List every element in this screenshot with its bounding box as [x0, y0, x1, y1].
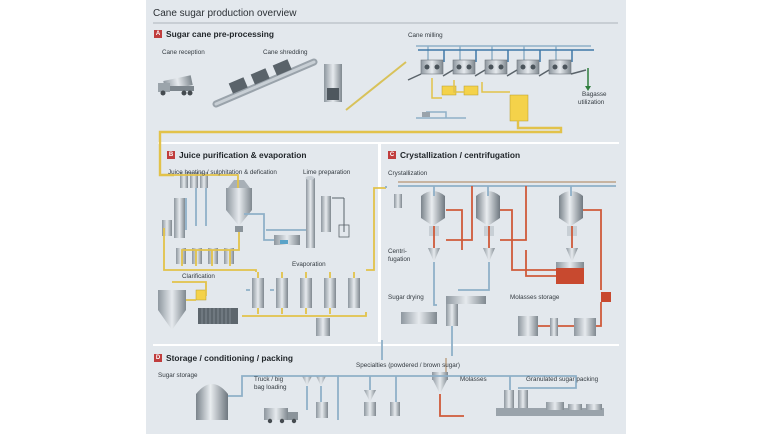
label-bagasse-utilization: utilization — [578, 99, 605, 106]
section-d-header: D Storage / conditioning / packing — [154, 353, 293, 363]
section-a-label: Sugar cane pre-processing — [166, 29, 274, 39]
label-truck-loading-2: bag loading — [254, 384, 287, 391]
molasses-storage-icon — [518, 316, 596, 336]
section-d-label: Storage / conditioning / packing — [166, 353, 294, 363]
vacuum-pan-icon — [394, 191, 583, 226]
sugar-dryer-icon — [401, 296, 486, 326]
label-granulated-packing: Granulated sugar packing — [526, 376, 599, 383]
juice-heaters-icon — [174, 172, 208, 238]
sulphitation-tank-icon — [226, 180, 252, 232]
sugar-silo-icon — [196, 384, 228, 420]
page-title: Cane sugar production overview — [153, 8, 297, 19]
section-c-badge: C — [388, 151, 396, 159]
juice-pipe-main — [158, 121, 563, 177]
packing-line-icon — [496, 390, 604, 416]
shredder-conveyor-icon — [212, 58, 407, 111]
divider-bc — [378, 142, 381, 342]
section-b-header: B Juice purification & evaporation — [167, 150, 307, 160]
label-cane-shredding: Cane shredding — [263, 49, 308, 56]
label-cane-reception: Cane reception — [162, 49, 205, 56]
specialties-mill-icon — [364, 390, 400, 416]
label-sugar-storage: Sugar storage — [158, 372, 198, 379]
section-b-badge: B — [167, 151, 175, 159]
lime-preparation-icon — [274, 176, 350, 248]
label-cane-milling: Cane milling — [408, 32, 443, 39]
label-truck-loading-1: Truck / big — [254, 376, 284, 383]
process-diagram — [153, 22, 619, 424]
label-sugar-drying: Sugar drying — [388, 294, 424, 301]
section-a-header: A Sugar cane pre-processing — [154, 29, 274, 39]
centrifuge-icon — [428, 226, 578, 262]
section-b-label: Juice purification & evaporation — [179, 150, 307, 160]
label-clarification: Clarification — [182, 273, 215, 280]
label-molasses: Molasses — [460, 376, 487, 383]
label-molasses-storage: Molasses storage — [510, 294, 560, 301]
evaporator-icon — [252, 278, 360, 336]
divider-c-top — [381, 142, 619, 144]
label-centrifugation-1: Centri- — [388, 248, 407, 255]
label-specialties: Specialties (powdered / brown sugar) — [356, 362, 460, 369]
divider-d-top — [153, 344, 619, 346]
label-bagasse: Bagasse — [582, 91, 607, 98]
label-juice-heating: Juice heating / sulphitation & deficatio… — [168, 169, 277, 176]
section-c-header: C Crystallization / centrifugation — [388, 150, 520, 160]
section-a-badge: A — [154, 30, 162, 38]
label-centrifugation-2: fugation — [388, 256, 411, 263]
label-evaporation: Evaporation — [292, 261, 326, 268]
label-crystallization: Crystallization — [388, 170, 428, 177]
truck-loading-icon — [264, 376, 328, 424]
molasses-tank-icon — [556, 262, 611, 302]
clarifier-icon — [158, 220, 238, 330]
cane-mill-icon — [407, 45, 594, 122]
truck-icon — [158, 75, 194, 96]
section-c-label: Crystallization / centrifugation — [400, 150, 521, 160]
divider-b-top — [158, 142, 378, 144]
label-lime-preparation: Lime preparation — [303, 169, 351, 176]
section-d-badge: D — [154, 354, 162, 362]
diagram-canvas: Cane sugar production overview A Sugar c… — [146, 0, 626, 434]
